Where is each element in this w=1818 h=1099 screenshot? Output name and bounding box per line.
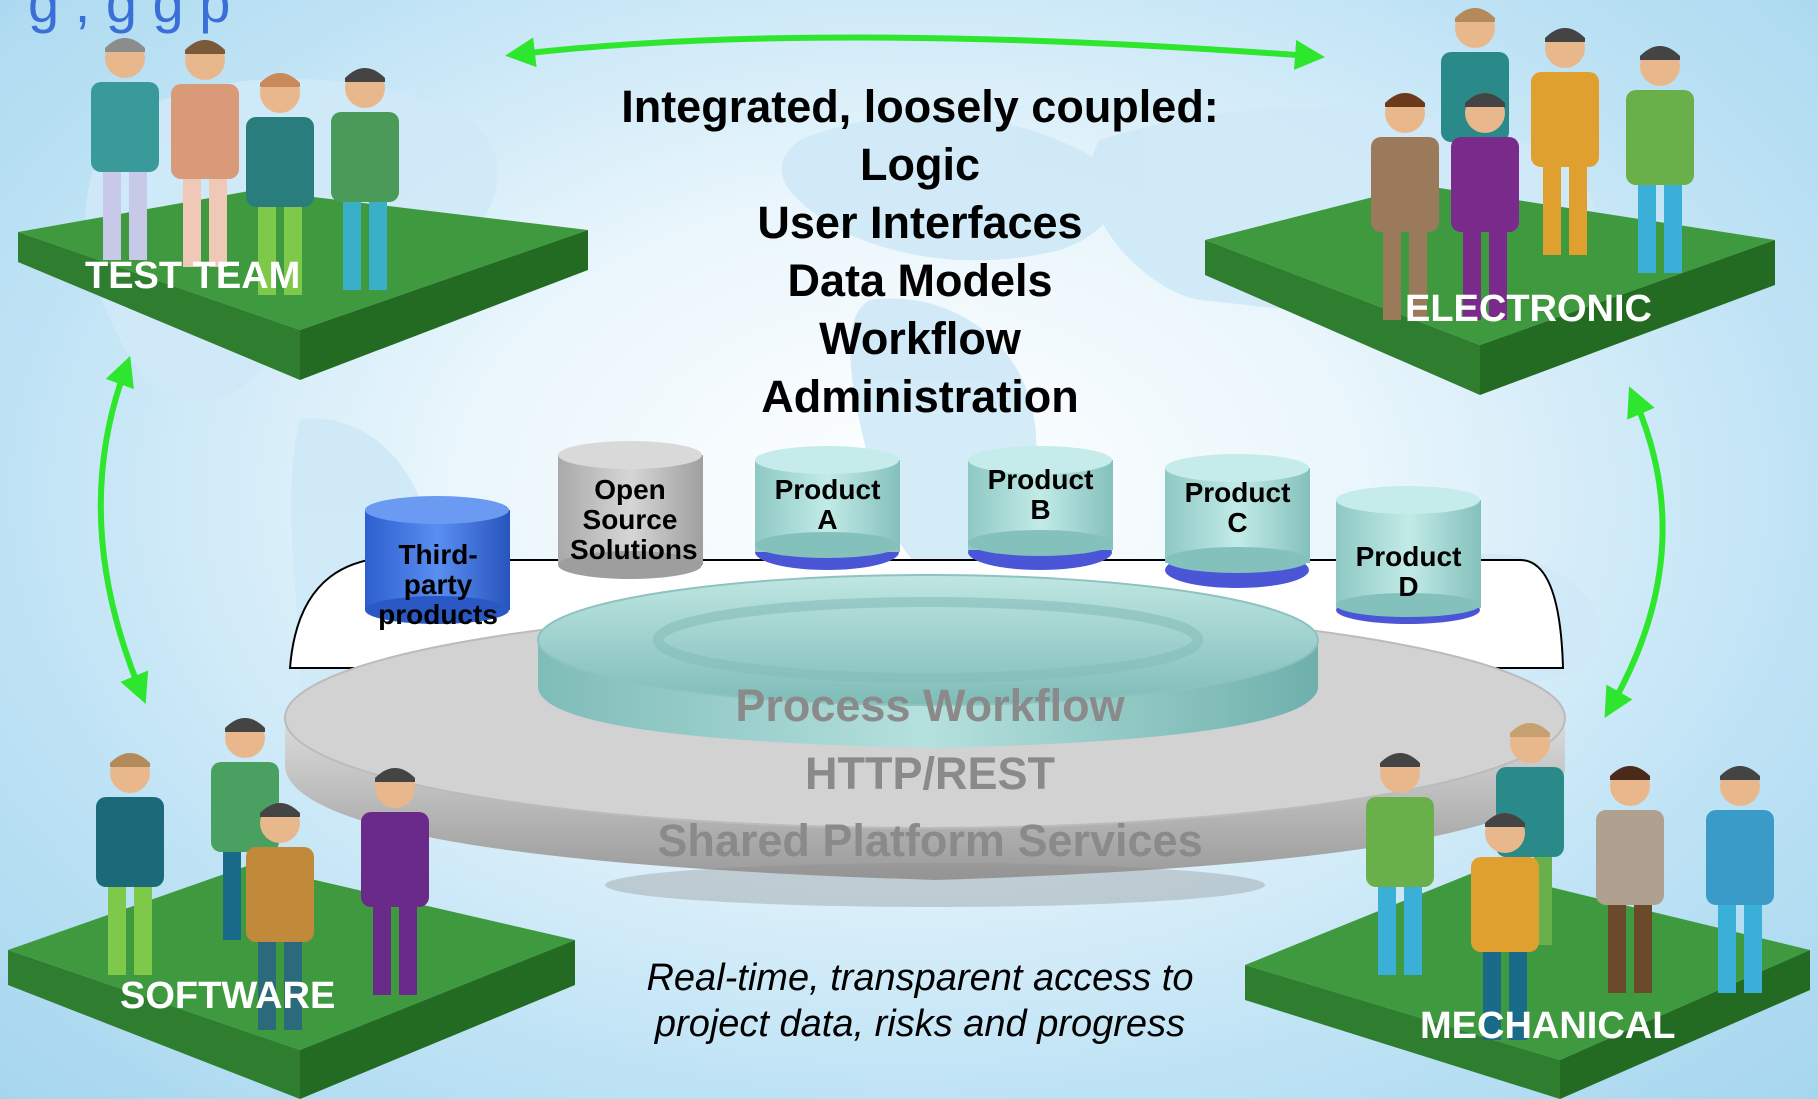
cylinder-product-d	[1336, 486, 1481, 624]
people-test-team	[91, 38, 399, 295]
layer-shared-platform: Shared Platform Services	[657, 815, 1203, 866]
people-software	[96, 718, 429, 1030]
headline-item-logic: Logic	[860, 139, 980, 190]
cylinder-label-open-source: Open Source Solutions	[570, 474, 698, 565]
header-partial: g , g g p	[28, 0, 231, 34]
cylinder-open-source	[558, 441, 703, 579]
cylinder-label-product-b: Product B	[987, 464, 1094, 525]
team-label-software: SOFTWARE	[120, 975, 336, 1017]
headline-item-workflow: Workflow	[819, 313, 1021, 364]
headline-item-data-models: Data Models	[787, 255, 1053, 306]
headline-item-administration: Administration	[761, 371, 1079, 422]
cylinder-label-product-c: Product C	[1184, 477, 1291, 538]
headline-title: Integrated, loosely coupled:	[621, 81, 1219, 132]
cylinder-label-product-d: Product D	[1355, 541, 1462, 602]
cylinder-product-b	[968, 446, 1113, 570]
headline-block: Integrated, loosely coupled: Logic User …	[560, 78, 1280, 426]
arrow-left	[97, 355, 149, 704]
platform-test-team	[18, 190, 588, 380]
caption: Real-time, transparent access to project…	[646, 957, 1194, 1045]
layer-http-rest: HTTP/REST	[804, 748, 1055, 799]
cylinder-product-a	[755, 446, 900, 570]
team-label-mechanical: MECHANICAL	[1420, 1005, 1676, 1047]
cylinder-label-product-a: Product A	[774, 474, 881, 535]
connection-arrows	[97, 34, 1666, 719]
cylinder-label-third-party: Third-party products	[378, 539, 498, 630]
cylinder-third-party	[365, 496, 510, 624]
headline-item-user-interfaces: User Interfaces	[757, 197, 1083, 248]
cylinder-product-c	[1165, 454, 1310, 588]
people-mechanical	[1366, 723, 1774, 1040]
arrow-top	[505, 34, 1325, 70]
people-electronic	[1371, 8, 1694, 320]
layer-process-workflow: Process Workflow	[735, 680, 1125, 731]
team-label-electronic: ELECTRONIC	[1405, 288, 1652, 330]
team-label-test: TEST TEAM	[85, 255, 301, 297]
arrow-right	[1604, 386, 1666, 719]
